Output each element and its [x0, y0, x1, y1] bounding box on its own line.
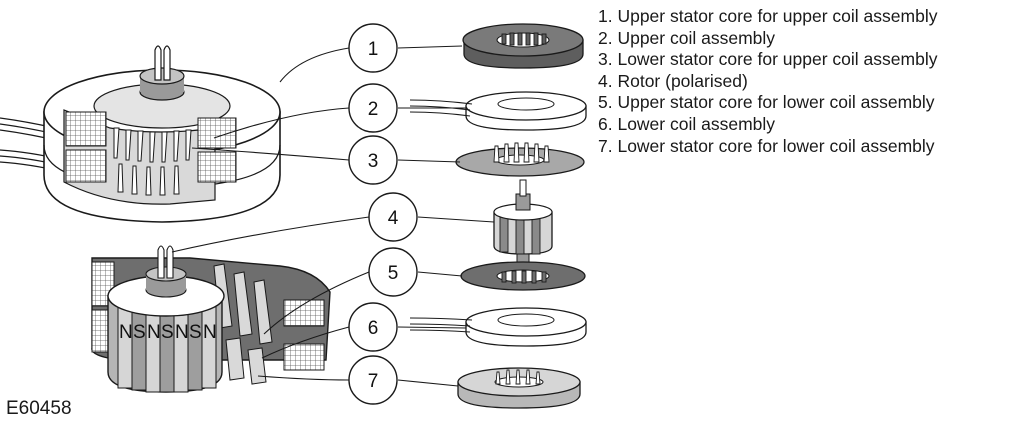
callout-3: 3 [348, 135, 398, 185]
callout-number: 2 [368, 99, 379, 120]
part-lower-stator-core-upper-coil [455, 142, 585, 177]
rotor-pole-label: N [119, 322, 133, 343]
rotor-pole-label: S [189, 322, 202, 343]
legend-item-4: 4. Rotor (polarised) [598, 70, 748, 91]
part-upper-stator-core-lower-coil [460, 261, 586, 291]
legend-item-3: 3. Lower stator core for upper coil asse… [598, 49, 938, 70]
rotor-pole-label: N [147, 322, 161, 343]
assembled-motor-cutaway-view: N S N S N S N [91, 245, 331, 393]
callout-number: 4 [388, 208, 399, 229]
callout-number: 3 [368, 151, 379, 172]
legend-item-7: 7. Lower stator core for lower coil asse… [598, 135, 935, 156]
leader-lines [171, 45, 495, 387]
callout-number: 7 [368, 371, 379, 392]
legend-item-6: 6. Lower coil assembly [598, 113, 776, 134]
legend-item-5: 5. Upper stator core for lower coil asse… [598, 92, 935, 113]
callout-number: 6 [368, 318, 379, 339]
rotor-pole-label: S [161, 322, 174, 343]
callout-6: 6 [348, 302, 398, 352]
rotor-pole-label: S [133, 322, 146, 343]
part-rotor-polarised [493, 179, 553, 265]
assembled-motor-upper-view [0, 45, 281, 223]
part-lower-coil-assembly [409, 307, 587, 347]
callout-number: 5 [388, 263, 399, 284]
part-upper-stator-core-upper-coil [462, 23, 584, 69]
parts-legend: 1. Upper stator core for upper coil asse… [598, 6, 937, 157]
callout-number: 1 [368, 39, 379, 60]
legend-item-2: 2. Upper coil assembly [598, 27, 776, 48]
callout-5: 5 [368, 247, 418, 297]
callout-1: 1 [348, 23, 398, 73]
callout-2: 2 [348, 83, 398, 133]
part-lower-stator-core-lower-coil [457, 367, 581, 409]
figure-id-label: E60458 [6, 398, 72, 419]
callout-4: 4 [368, 192, 418, 242]
part-upper-coil-assembly [409, 91, 587, 131]
rotor-pole-label: N [175, 322, 189, 343]
rotor-pole-label: N [203, 322, 217, 343]
legend-item-1: 1. Upper stator core for upper coil asse… [598, 6, 938, 26]
callout-7: 7 [348, 355, 398, 405]
